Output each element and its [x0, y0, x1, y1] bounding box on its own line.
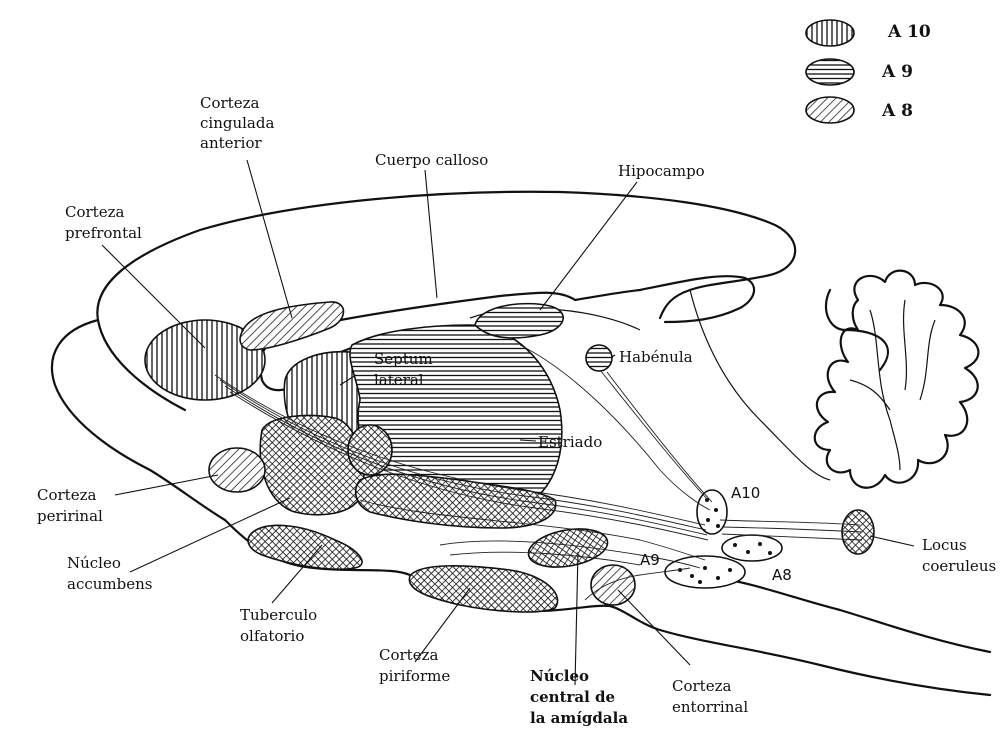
legend-a9-swatch [806, 59, 854, 85]
anterior-cingulate-region [240, 302, 343, 350]
entorhinal-cortex-region [591, 565, 635, 605]
regions [145, 302, 874, 612]
label-nucleo-accumbens: Núcleo accumbens [67, 554, 152, 593]
central-amygdala-region [525, 523, 610, 572]
label-corteza-prefrontal: Corteza prefrontal [65, 203, 142, 242]
label-habenula: Habénula [619, 348, 693, 366]
label-corteza-piriforme: Corteza piriforme [379, 646, 450, 685]
legend-a10-swatch [806, 20, 854, 46]
label-a10: A10 [731, 484, 760, 502]
dopamine-nuclei [665, 490, 782, 588]
label-corteza-entorrinal: Corteza entorrinal [672, 677, 748, 716]
legend-a10-label: A 10 [887, 22, 931, 42]
label-estriado: Estriado [538, 433, 602, 451]
label-locus-coeruleus: Locus coeruleus [922, 536, 996, 575]
label-a9: A9 [640, 551, 660, 569]
label-tuberculo-olfatorio: Tuberculo olfatorio [240, 606, 322, 645]
label-hipocampo: Hipocampo [618, 162, 705, 180]
label-a8: A8 [772, 566, 792, 584]
legend: A 10 A 9 A 8 [806, 20, 931, 123]
piriform-cortex-region [409, 566, 557, 612]
legend-a8-label: A 8 [881, 101, 913, 121]
hippocampus-region [475, 304, 563, 338]
legend-a8-swatch [806, 97, 854, 123]
a9-nucleus [665, 556, 745, 588]
legend-a9-label: A 9 [881, 62, 913, 82]
cerebellum [815, 271, 979, 488]
olfactory-tubercle-region [248, 525, 362, 569]
label-cuerpo-calloso: Cuerpo calloso [375, 151, 488, 169]
label-corteza-perirrinal: Corteza peririnal [37, 486, 103, 525]
habenula-region [586, 345, 612, 371]
label-corteza-cingulada: Corteza cingulada anterior [200, 94, 279, 152]
a8-nucleus [722, 535, 782, 561]
label-nucleo-central-amigdala: Núcleo central de la amígdala [530, 667, 628, 727]
perirhinal-cortex-region [209, 448, 265, 492]
